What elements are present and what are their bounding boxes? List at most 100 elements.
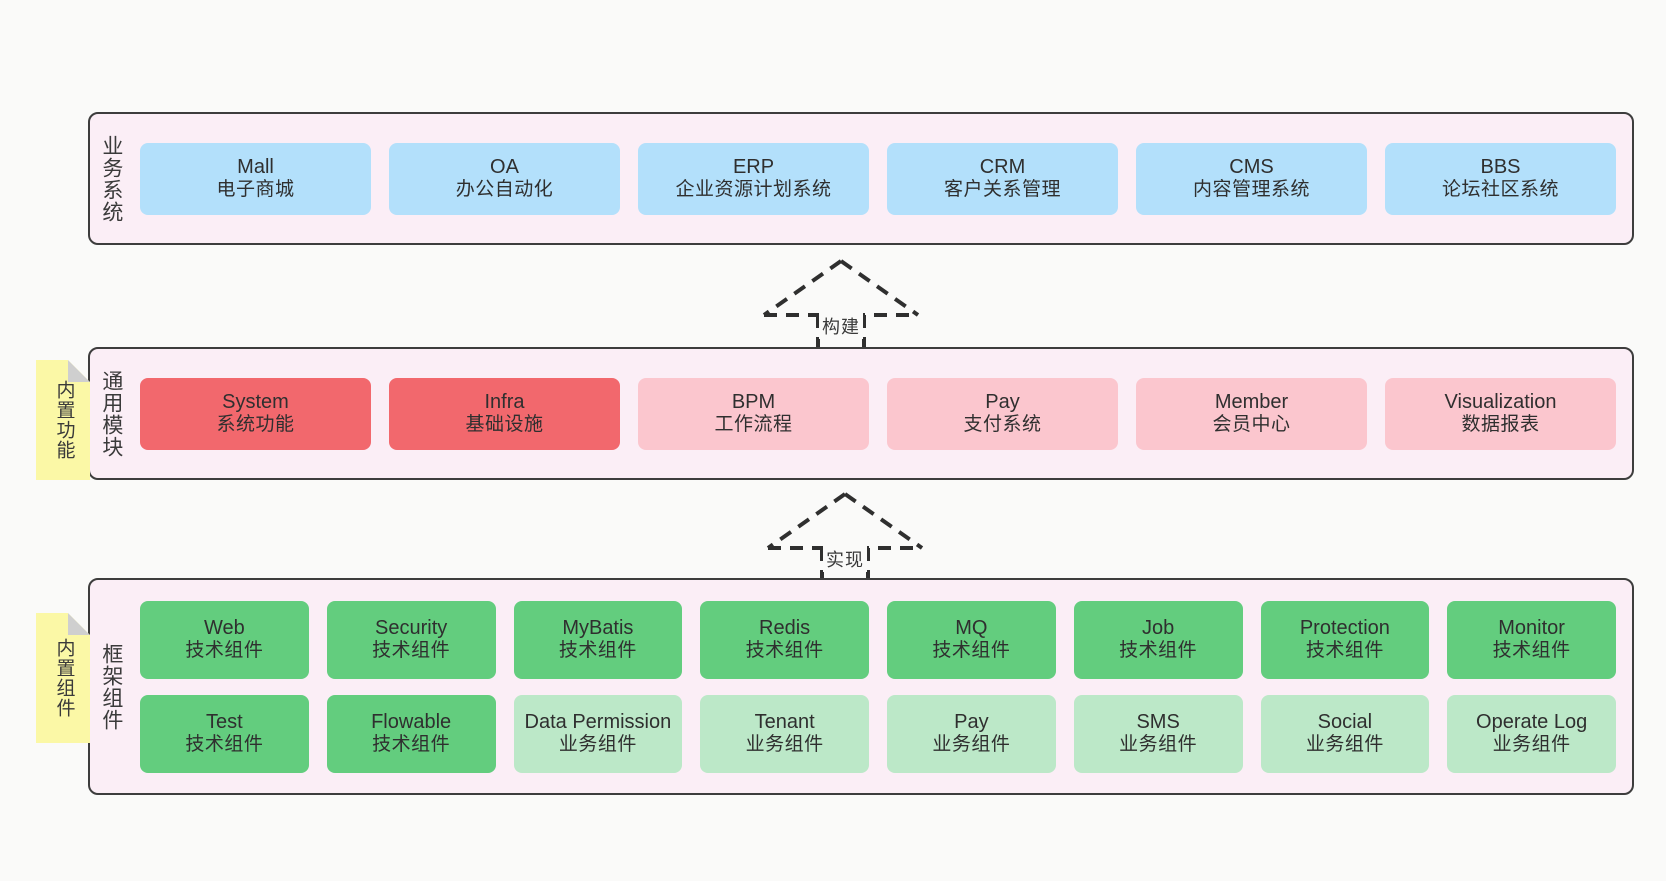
card-web[interactable]: Web 技术组件 bbox=[140, 600, 309, 679]
arrow-build: 构建 bbox=[756, 255, 926, 355]
arrow-implement-label: 实现 bbox=[823, 546, 867, 572]
card-title-en: Mall bbox=[237, 156, 274, 179]
card-title-cn: 业务组件 bbox=[932, 734, 1011, 756]
card-title-cn: 业务组件 bbox=[745, 734, 824, 756]
card-title-cn: 技术组件 bbox=[372, 734, 451, 756]
card-title-cn: 内容管理系统 bbox=[1192, 179, 1310, 201]
card-title-en: BBS bbox=[1480, 156, 1521, 179]
card-member[interactable]: Member 会员中心 bbox=[1136, 377, 1367, 450]
card-title-en: Security bbox=[375, 617, 448, 640]
card-row: System 系统功能 Infra 基础设施 BPM 工作流程 Pay 支付系统… bbox=[140, 377, 1616, 450]
card-title-cn: 技术组件 bbox=[558, 640, 637, 662]
card-social[interactable]: Social 业务组件 bbox=[1260, 694, 1430, 773]
card-title-en: Job bbox=[1142, 617, 1175, 640]
card-title-en: Protection bbox=[1299, 617, 1390, 640]
card-title-cn: 论坛社区系统 bbox=[1441, 179, 1559, 201]
card-system[interactable]: System 系统功能 bbox=[140, 377, 371, 450]
sticky-note-builtin-components: 内置组件 bbox=[36, 613, 90, 743]
card-title-cn: 业务组件 bbox=[1119, 734, 1198, 756]
card-title-cn: 技术组件 bbox=[1492, 640, 1571, 662]
card-title-en: Tenant bbox=[754, 711, 815, 734]
card-title-cn: 数据报表 bbox=[1461, 414, 1540, 436]
card-title-en: Operate Log bbox=[1476, 711, 1588, 734]
card-bbs[interactable]: BBS 论坛社区系统 bbox=[1385, 142, 1616, 215]
card-bpm[interactable]: BPM 工作流程 bbox=[638, 377, 869, 450]
card-title-cn: 支付系统 bbox=[963, 414, 1042, 436]
card-title-en: Web bbox=[203, 617, 245, 640]
card-title-cn: 工作流程 bbox=[714, 414, 793, 436]
card-title-en: Pay bbox=[985, 391, 1020, 414]
card-monitor[interactable]: Monitor 技术组件 bbox=[1447, 600, 1616, 679]
card-flowable[interactable]: Flowable 技术组件 bbox=[326, 694, 496, 773]
card-title-cn: 技术组件 bbox=[1305, 640, 1384, 662]
layer-business-systems: 业务系统 Mall 电子商城 OA 办公自动化 ERP 企业资源计划系统 CRM… bbox=[88, 112, 1634, 245]
card-title-cn: 系统功能 bbox=[216, 414, 295, 436]
card-title-cn: 会员中心 bbox=[1212, 414, 1291, 436]
card-security[interactable]: Security 技术组件 bbox=[326, 600, 496, 679]
card-test[interactable]: Test 技术组件 bbox=[140, 694, 309, 773]
card-title-en: Redis bbox=[759, 617, 811, 640]
card-tenant[interactable]: Tenant 业务组件 bbox=[700, 694, 869, 773]
card-title-cn: 技术组件 bbox=[185, 640, 264, 662]
card-mall[interactable]: Mall 电子商城 bbox=[140, 142, 371, 215]
card-title-en: Infra bbox=[484, 391, 525, 414]
card-data-permission[interactable]: Data Permission 业务组件 bbox=[513, 694, 683, 773]
card-erp[interactable]: ERP 企业资源计划系统 bbox=[638, 142, 869, 215]
card-title-cn: 办公自动化 bbox=[455, 179, 554, 201]
card-sms[interactable]: SMS 业务组件 bbox=[1073, 694, 1243, 773]
card-title-en: Social bbox=[1317, 711, 1373, 734]
card-title-en: BPM bbox=[731, 391, 776, 414]
card-pay-biz[interactable]: Pay 业务组件 bbox=[887, 694, 1056, 773]
card-title-en: CRM bbox=[979, 156, 1026, 179]
page-fold-icon bbox=[68, 613, 90, 635]
card-title-en: System bbox=[222, 391, 289, 414]
card-mybatis[interactable]: MyBatis 技术组件 bbox=[513, 600, 683, 679]
card-cms[interactable]: CMS 内容管理系统 bbox=[1136, 142, 1367, 215]
card-title-en: Data Permission bbox=[524, 711, 672, 734]
card-title-en: OA bbox=[490, 156, 519, 179]
layer-title-framework: 框架组件 bbox=[99, 642, 123, 731]
card-title-en: Member bbox=[1214, 391, 1289, 414]
card-operate-log[interactable]: Operate Log 业务组件 bbox=[1447, 694, 1616, 773]
card-row: Web 技术组件 Security 技术组件 MyBatis 技术组件 Redi… bbox=[140, 600, 1616, 679]
layer-body-modules: System 系统功能 Infra 基础设施 BPM 工作流程 Pay 支付系统… bbox=[132, 349, 1632, 478]
card-title-cn: 技术组件 bbox=[185, 734, 264, 756]
card-title-cn: 电子商城 bbox=[216, 179, 295, 201]
card-title-en: SMS bbox=[1136, 711, 1180, 734]
card-title-cn: 技术组件 bbox=[372, 640, 451, 662]
card-crm[interactable]: CRM 客户关系管理 bbox=[887, 142, 1118, 215]
card-row: Mall 电子商城 OA 办公自动化 ERP 企业资源计划系统 CRM 客户关系… bbox=[140, 142, 1616, 215]
card-title-en: Visualization bbox=[1444, 391, 1557, 414]
card-title-en: CMS bbox=[1229, 156, 1274, 179]
card-title-en: ERP bbox=[732, 156, 775, 179]
card-visualization[interactable]: Visualization 数据报表 bbox=[1385, 377, 1616, 450]
card-title-cn: 业务组件 bbox=[558, 734, 637, 756]
layer-common-modules: 通用模块 System 系统功能 Infra 基础设施 BPM 工作流程 Pay… bbox=[88, 347, 1634, 480]
card-infra[interactable]: Infra 基础设施 bbox=[389, 377, 620, 450]
card-pay[interactable]: Pay 支付系统 bbox=[887, 377, 1118, 450]
card-oa[interactable]: OA 办公自动化 bbox=[389, 142, 620, 215]
card-title-cn: 技术组件 bbox=[1119, 640, 1198, 662]
sticky-note-builtin-features: 内置功能 bbox=[36, 360, 90, 480]
card-protection[interactable]: Protection 技术组件 bbox=[1260, 600, 1430, 679]
card-title-cn: 客户关系管理 bbox=[943, 179, 1061, 201]
card-mq[interactable]: MQ 技术组件 bbox=[887, 600, 1056, 679]
card-title-cn: 基础设施 bbox=[465, 414, 544, 436]
card-title-en: MyBatis bbox=[562, 617, 634, 640]
card-title-cn: 技术组件 bbox=[932, 640, 1011, 662]
layer-title-modules: 通用模块 bbox=[99, 369, 123, 458]
layer-body-business: Mall 电子商城 OA 办公自动化 ERP 企业资源计划系统 CRM 客户关系… bbox=[132, 114, 1632, 243]
layer-framework-components: 框架组件 Web 技术组件 Security 技术组件 MyBatis 技术组件… bbox=[88, 578, 1634, 795]
page-fold-icon bbox=[68, 360, 90, 382]
card-job[interactable]: Job 技术组件 bbox=[1073, 600, 1243, 679]
sticky-note-label: 内置功能 bbox=[53, 380, 75, 460]
arrow-build-label: 构建 bbox=[819, 313, 863, 339]
card-title-cn: 业务组件 bbox=[1492, 734, 1571, 756]
card-title-en: Flowable bbox=[371, 711, 452, 734]
card-title-cn: 技术组件 bbox=[745, 640, 824, 662]
card-redis[interactable]: Redis 技术组件 bbox=[700, 600, 869, 679]
arrow-implement: 实现 bbox=[760, 488, 930, 588]
card-row: Test 技术组件 Flowable 技术组件 Data Permission … bbox=[140, 694, 1616, 773]
card-title-en: Pay bbox=[954, 711, 989, 734]
